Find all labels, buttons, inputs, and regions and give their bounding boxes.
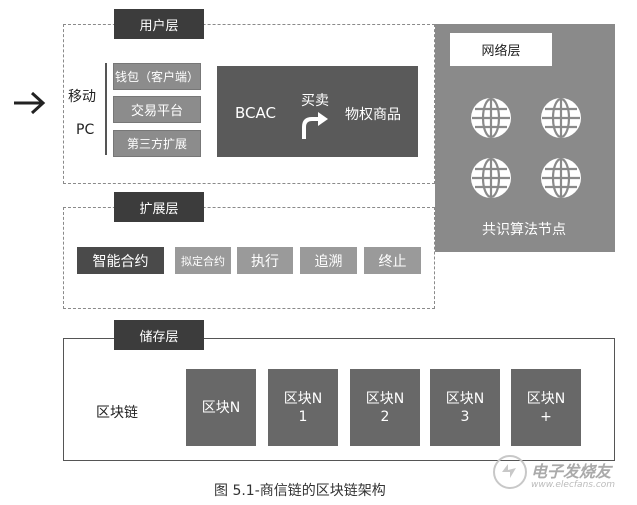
block-index: +: [540, 408, 552, 425]
curved-arrow-icon: [302, 112, 328, 139]
block-index: 3: [460, 408, 470, 425]
bcac-label: BCAC: [235, 104, 276, 122]
extension-layer-frame: [63, 207, 435, 309]
watermark-logo-icon: [493, 455, 527, 489]
block-item: 区块N 3: [430, 369, 500, 446]
property-goods-label: 物权商品: [345, 107, 401, 123]
trace-box: 追溯: [300, 247, 357, 274]
block-name: 区块N: [445, 390, 485, 407]
globe-icon: [471, 97, 511, 139]
block-item: 区块N 2: [350, 369, 420, 446]
block-name: 区块N: [283, 390, 323, 407]
globe-icon: [541, 157, 581, 199]
block-item: 区块N +: [511, 369, 581, 446]
third-party-extension-box: 第三方扩展: [113, 130, 201, 157]
watermark-url: www.elecfans.com: [531, 480, 616, 490]
consensus-node-label: 共识算法节点: [482, 222, 566, 238]
globe-icon: [541, 97, 581, 139]
blockchain-label: 区块链: [96, 405, 138, 421]
terminate-box: 终止: [364, 247, 421, 274]
mobile-label: 移动: [68, 89, 96, 105]
user-layer-tag: 用户层: [114, 9, 204, 39]
storage-layer-frame: [63, 338, 615, 461]
watermark-text: 电子发烧友: [531, 462, 612, 481]
bracket-divider: [105, 63, 107, 155]
network-layer-title: 网络层: [450, 33, 552, 66]
block-index: 1: [298, 408, 308, 425]
execute-box: 执行: [237, 247, 293, 274]
wallet-client-box: 钱包（客户端）: [113, 63, 201, 90]
right-arrow-icon: [14, 91, 46, 115]
block-name: 区块N: [526, 390, 566, 407]
bcac-panel: [217, 66, 418, 157]
block-name: 区块N: [201, 399, 241, 416]
trading-platform-box: 交易平台: [113, 96, 201, 123]
smart-contract-box: 智能合约: [77, 247, 164, 274]
user-layer-frame: [63, 24, 435, 184]
draft-contract-box: 拟定合约: [175, 247, 231, 274]
pc-label: PC: [76, 122, 95, 138]
buy-sell-label: 买卖: [301, 93, 329, 109]
block-name: 区块N: [365, 390, 405, 407]
block-item: 区块N: [186, 369, 256, 446]
storage-layer-tag: 储存层: [114, 320, 204, 350]
globe-icon: [471, 157, 511, 199]
block-index: 2: [380, 408, 390, 425]
extension-layer-tag: 扩展层: [114, 192, 204, 222]
figure-caption: 图 5.1-商信链的区块链架构: [214, 483, 386, 499]
block-item: 区块N 1: [268, 369, 338, 446]
